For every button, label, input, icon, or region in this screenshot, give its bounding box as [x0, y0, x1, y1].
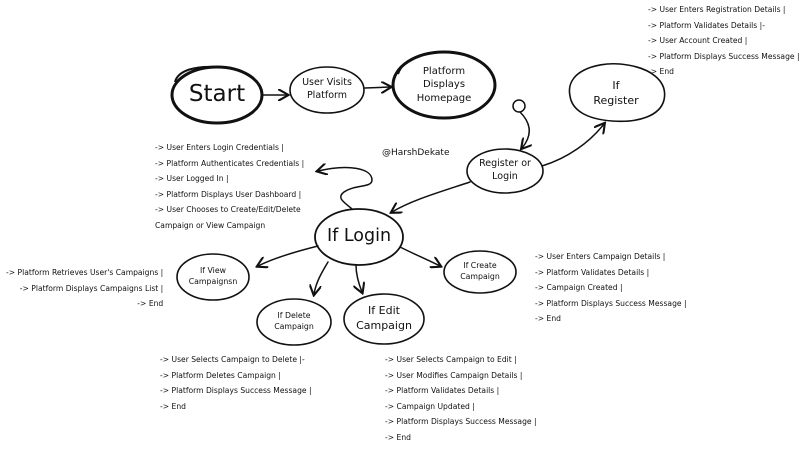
edit-node-outline	[343, 293, 425, 345]
if-delete-campaign-node: If Delete Campaign	[274, 311, 314, 331]
note-line: -> User Chooses to Create/Edit/Delete	[155, 205, 301, 215]
edge-login-delete	[314, 261, 329, 294]
note-line: -> User Selects Campaign to Delete |-	[160, 355, 305, 364]
note-line: -> Platform Validates Details |	[385, 386, 500, 396]
if-create-campaign-node: If Create Campaign	[460, 261, 500, 281]
view-node-outline	[176, 253, 250, 301]
create-node-outline	[443, 250, 517, 294]
note-line: -> Campaign Created |	[535, 283, 623, 293]
edge-login-view	[258, 245, 319, 266]
note-line: -> Platform Deletes Campaign |	[160, 370, 281, 380]
login-steps-note: -> User Enters Login Credentials | -> Pl…	[155, 140, 304, 234]
note-line: -> User Enters Campaign Details |	[535, 252, 666, 261]
start-node: Start	[188, 81, 246, 108]
login-node-outline	[314, 208, 404, 266]
start-node-overlap	[174, 65, 216, 83]
visit-platform-node: User Visits Platform	[302, 77, 352, 101]
if-edit-campaign-node: If Edit Campaign	[356, 304, 412, 332]
note-line: -> Platform Displays Success Message |	[648, 51, 800, 61]
delete-steps-note: -> User Selects Campaign to Delete |- ->…	[160, 352, 312, 414]
edge-home-reglogin	[519, 111, 529, 148]
note-line: -> Platform Displays Success Message |	[160, 386, 312, 396]
edge-login-create	[399, 246, 440, 266]
view-steps-note: -> Platform Retrieves User's Campaigns |…	[6, 265, 163, 312]
edge-reglogin-login	[392, 181, 471, 212]
register-or-login-node: Register or Login	[479, 158, 531, 182]
note-line: -> User Enters Registration Details |	[648, 5, 786, 14]
edit-steps-note: -> User Selects Campaign to Edit | -> Us…	[385, 352, 537, 446]
note-line: -> Platform Authenticates Credentials |	[155, 158, 305, 168]
home-node-overlap	[397, 50, 453, 75]
author-handle: @HarshDekate	[382, 148, 450, 158]
reglogin-node-outline	[466, 148, 544, 194]
note-line: -> End	[160, 401, 186, 411]
note-line: Campaign or View Campaign	[155, 220, 266, 230]
note-line: -> User Modifies Campaign Details |	[385, 370, 523, 380]
note-line: -> Platform Displays Success Message |	[385, 417, 537, 427]
edge-home-loop	[512, 99, 526, 113]
if-login-node: If Login	[326, 226, 392, 247]
edge-login-edit	[356, 264, 362, 292]
note-line: -> User Account Created |	[648, 36, 748, 46]
note-line: -> User Selects Campaign to Edit |	[385, 355, 517, 364]
note-line: -> Campaign Updated |	[385, 401, 475, 411]
start-node-outline	[170, 65, 264, 125]
register-node-outline	[568, 62, 666, 123]
if-view-campaigns-node: If View Campaignsn	[188, 266, 238, 286]
platform-homepage-node: Platform Displays Homepage	[416, 65, 472, 104]
register-steps-note: -> User Enters Registration Details | ->…	[648, 2, 800, 80]
note-line: -> End	[137, 299, 164, 309]
note-line: -> Platform Displays Success Message |	[535, 298, 687, 308]
note-line: -> End	[385, 432, 411, 442]
note-line: -> Platform Retrieves User's Campaigns |	[6, 268, 164, 277]
note-line: -> User Enters Login Credentials |	[155, 143, 284, 152]
note-line: -> End	[535, 314, 561, 324]
note-line: -> Platform Displays Campaigns List |	[19, 283, 164, 293]
edge-reglogin-register	[541, 124, 604, 167]
note-line: -> User Logged In |	[155, 174, 229, 184]
note-line: -> Platform Validates Details |	[535, 267, 650, 277]
note-line: -> End	[648, 67, 674, 77]
create-steps-note: -> User Enters Campaign Details | -> Pla…	[535, 249, 687, 327]
note-line: -> Platform Displays User Dashboard |	[155, 189, 302, 199]
if-register-node: If Register	[593, 79, 639, 107]
delete-node-outline	[256, 298, 332, 346]
edge-visit-home	[364, 87, 390, 88]
visit-node-outline	[289, 66, 365, 114]
note-line: -> Platform Validates Details |-	[648, 20, 765, 30]
edge-login-loginnote	[318, 168, 373, 210]
